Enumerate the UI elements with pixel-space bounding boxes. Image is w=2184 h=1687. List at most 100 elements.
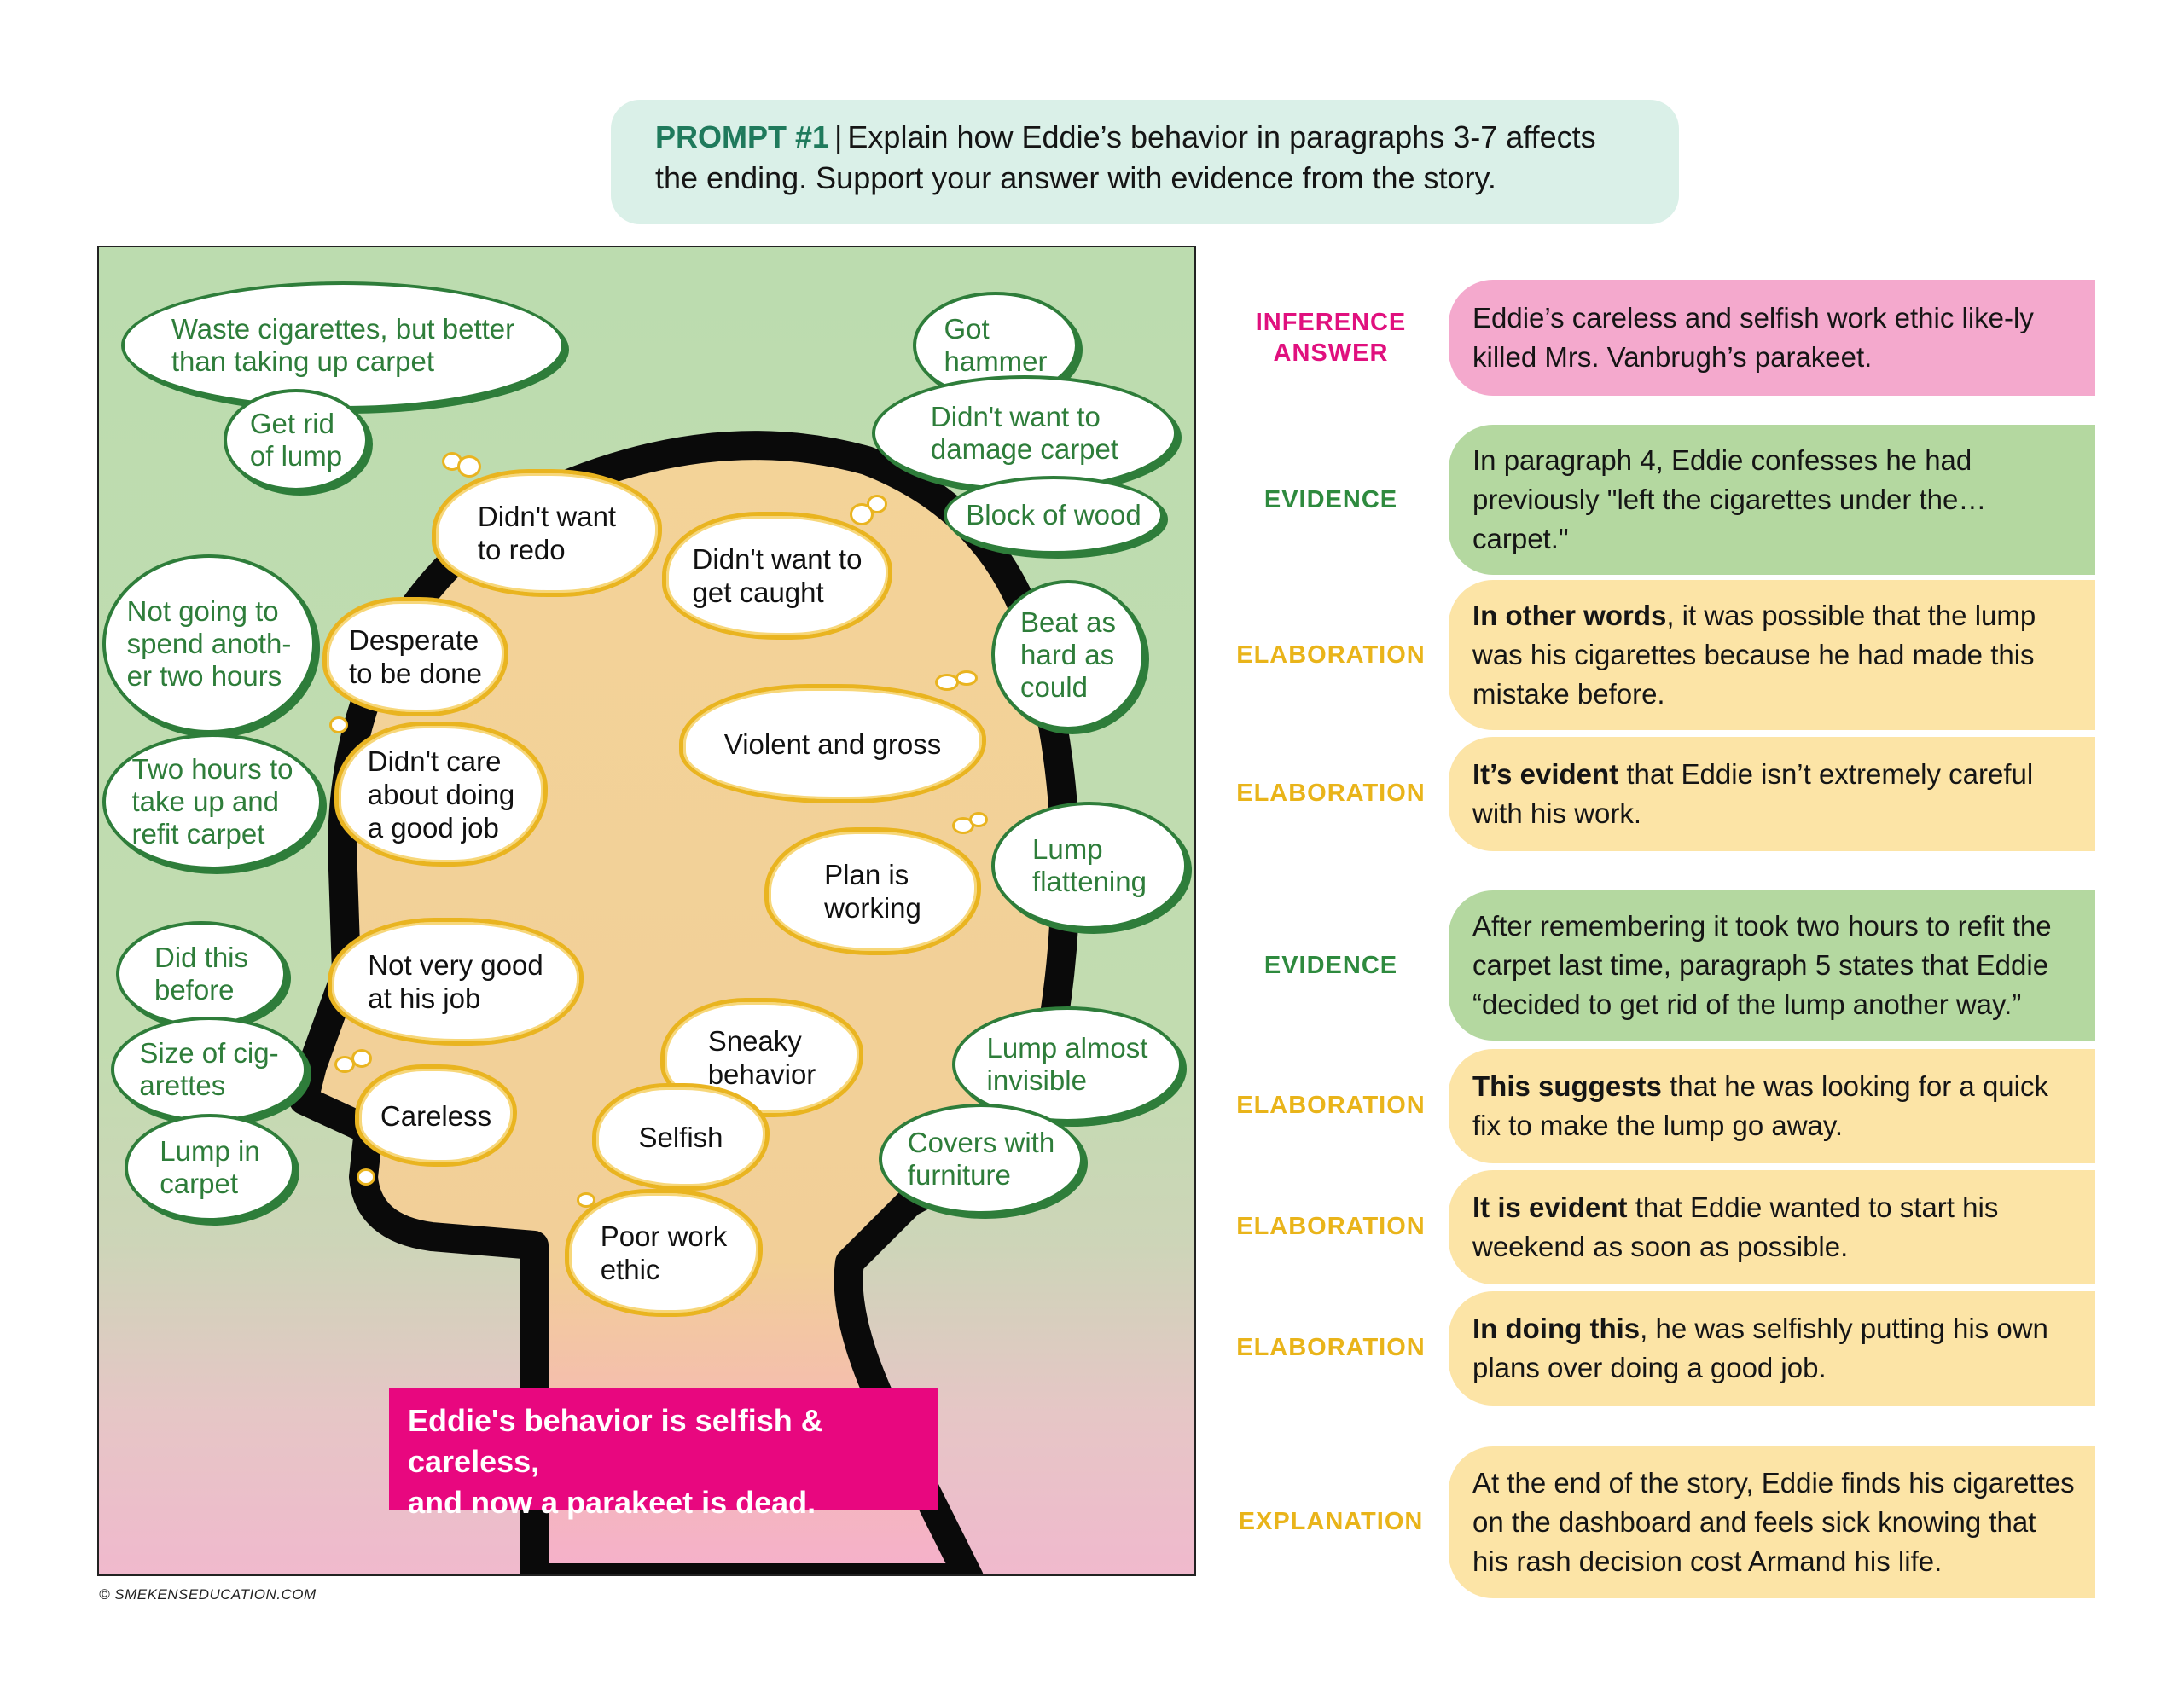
bubble-text-line: Block of wood	[966, 499, 1141, 530]
text-block: Violent and gross	[724, 728, 941, 761]
bubble-text-line: furniture	[907, 1159, 1011, 1191]
bubble-text-line: Get rid	[249, 408, 334, 439]
row-label: ELABORATION	[1236, 1092, 1426, 1119]
bubble-text-line: After remembering it took two hours to r…	[1472, 910, 2052, 1020]
row-text: It’s evident that Eddie isn’t extremely …	[1449, 737, 2095, 851]
bubble-text-line: Sneaky	[707, 1025, 802, 1057]
thought-dot	[577, 1192, 595, 1208]
text-block: At the end of the story, Eddie finds his…	[1472, 1464, 2078, 1581]
bubble-text-line: Didn't want to	[930, 401, 1101, 432]
thought-dot	[329, 716, 348, 733]
thought-bubble: Violent and gross	[679, 684, 986, 803]
bubble-text-line: before	[154, 974, 235, 1006]
bubble-text-line: Beat as	[1020, 606, 1116, 638]
bubble-text-line: In doing this	[1472, 1313, 1641, 1344]
thought-bubble: Selfish	[592, 1083, 770, 1191]
bubble-text-line: Covers with	[907, 1127, 1055, 1158]
bubble-text-line: Waste cigarettes, but better	[171, 313, 515, 345]
bubble-text-line: Two hours to	[131, 753, 293, 785]
row-label: ELABORATION	[1236, 1334, 1426, 1361]
bubble-text-line: arettes	[139, 1070, 226, 1101]
bubble-text-line: er two hours	[126, 660, 282, 692]
row-text: This suggests that he was looking for a …	[1449, 1049, 2095, 1163]
bubble-text-line: At the end of the story, Eddie finds his…	[1472, 1467, 2075, 1577]
bubble-text-line: a good job	[367, 811, 499, 844]
text-block: In paragraph 4, Eddie confesses he had p…	[1472, 441, 2078, 559]
row-elaboration: ELABORATION In other words, it was possi…	[1228, 580, 2095, 730]
row-text: Eddie’s careless and selfish work ethic …	[1449, 280, 2095, 396]
bubble-text-line: Not very good	[368, 949, 543, 981]
row-explanation: EXPLANATION At the end of the story, Edd…	[1228, 1446, 2095, 1598]
bubble-text-line: Not going to	[126, 595, 279, 627]
bubble-text-line: Lump almost	[986, 1032, 1148, 1064]
bubble-text-line: that Eddie isn’t extremely careful with …	[1472, 758, 2034, 829]
row-elaboration: ELABORATION This suggests that he was lo…	[1228, 1049, 2095, 1163]
row-label: ELABORATION	[1236, 641, 1426, 669]
bubble-text-line: invisible	[986, 1064, 1087, 1096]
speech-bubble: Size of cig-arettes	[111, 1017, 307, 1122]
bubble-text-line: Didn't want to	[692, 543, 863, 575]
text-block: Size of cig-arettes	[139, 1037, 278, 1102]
bubble-text-line: Selfish	[638, 1121, 723, 1153]
text-block: In doing this, he was selfishly putting …	[1472, 1309, 2078, 1388]
bubble-text-line: This suggests	[1472, 1070, 1662, 1102]
bubble-text-line: hard as	[1020, 639, 1115, 670]
bubble-text-line: Careless	[380, 1099, 492, 1132]
text-block: In other words, it was possible that the…	[1472, 596, 2078, 714]
bubble-text-line: get caught	[692, 577, 824, 608]
bubble-text-line: carpet	[160, 1168, 239, 1199]
prompt-box: PROMPT #1|Explain how Eddie’s behavior i…	[611, 100, 1679, 224]
bubble-text-line: In other words	[1472, 600, 1667, 631]
bubble-text-line: , he was selfishly putting his own plans…	[1472, 1313, 2048, 1383]
row-text: In paragraph 4, Eddie confesses he had p…	[1449, 425, 2095, 575]
thought-dot	[850, 503, 874, 525]
bubble-text-line: Lump in	[160, 1135, 260, 1167]
verdict-line: Eddie's behavior is selfish & careless,	[408, 1403, 823, 1479]
row-text: It is evident that Eddie wanted to start…	[1449, 1170, 2095, 1284]
thought-dot	[457, 455, 481, 478]
copyright: © SMEKENSEDUCATION.COM	[99, 1586, 317, 1603]
text-block: It is evident that Eddie wanted to start…	[1472, 1188, 2078, 1267]
verdict-line: and now a parakeet is dead.	[408, 1485, 816, 1520]
row-elaboration: ELABORATION In doing this, he was selfis…	[1228, 1291, 2095, 1406]
bubble-text-line: Poor work	[600, 1220, 728, 1252]
bubble-text-line: to be done	[349, 658, 482, 689]
text-block: This suggests that he was looking for a …	[1472, 1067, 2078, 1145]
bubble-text-line: Didn't want	[477, 501, 617, 532]
row-text: After remembering it took two hours to r…	[1449, 890, 2095, 1041]
bubble-text-line: Didn't care	[367, 745, 502, 777]
bubble-text-line: spend anoth-	[126, 628, 292, 659]
text-block: Careless	[380, 1099, 491, 1133]
bubble-text-line: INFERENCE	[1255, 309, 1407, 336]
row-text: At the end of the story, Eddie finds his…	[1449, 1446, 2095, 1598]
bubble-text-line: to redo	[477, 534, 566, 565]
bubble-text-line: that Eddie wanted to start his weekend a…	[1472, 1191, 1999, 1262]
row-evidence: EVIDENCE After remembering it took two h…	[1228, 890, 2095, 1041]
